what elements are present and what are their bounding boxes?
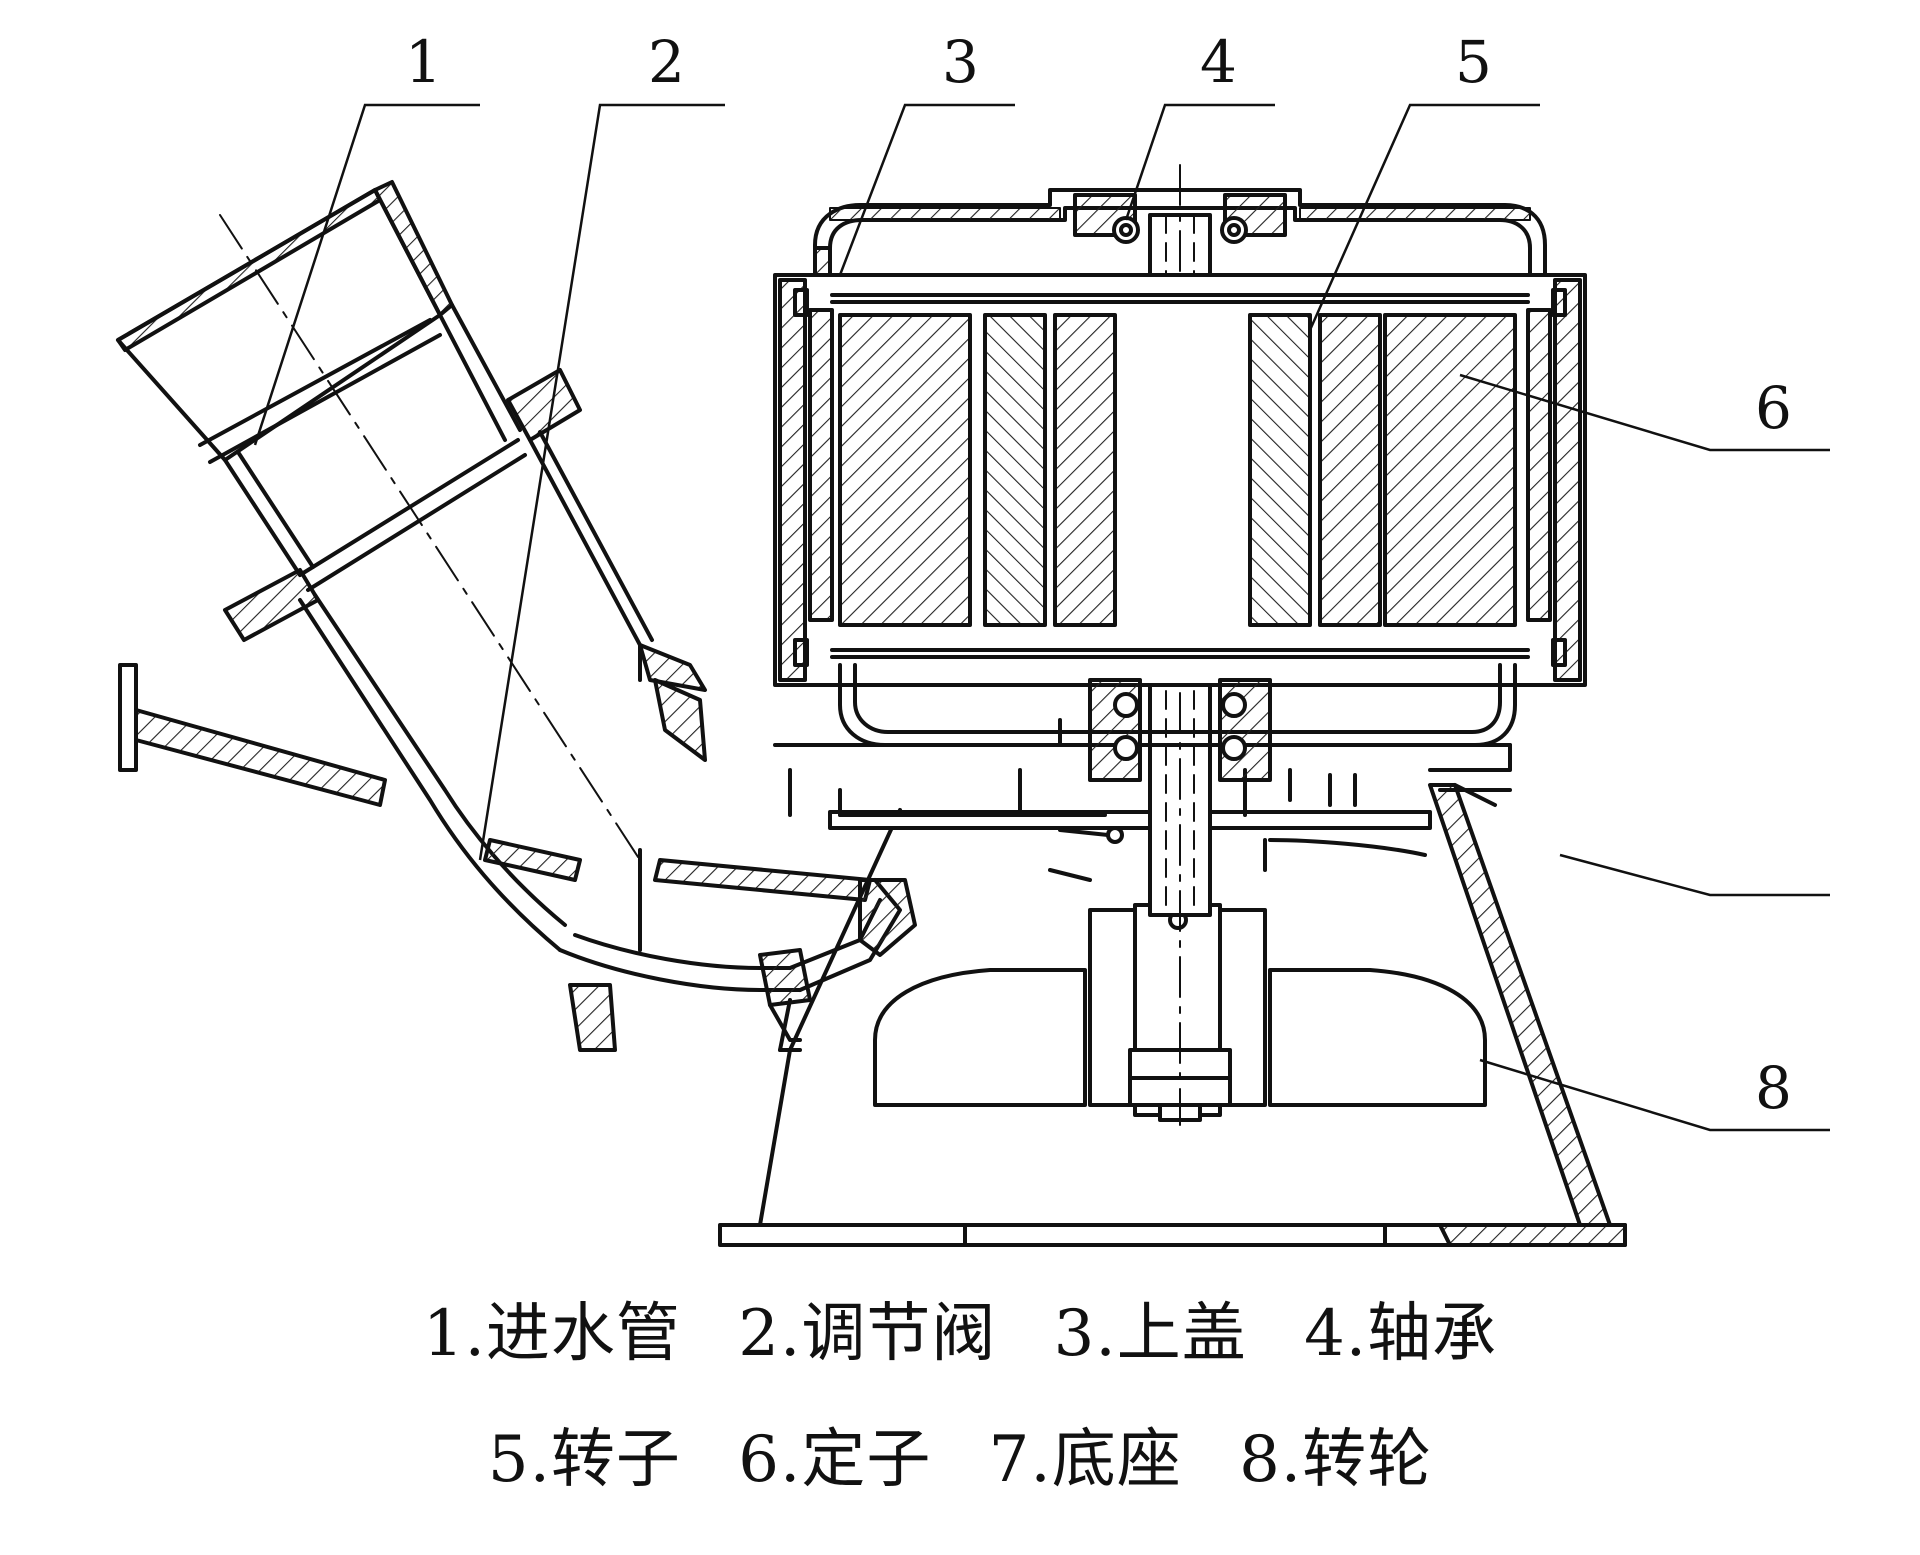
rotor (983, 313, 1382, 627)
leader-6 (1459, 373, 1830, 452)
inlet-pipe (116, 180, 707, 952)
legend-item-base: 7.底座 (988, 1423, 1182, 1497)
callout-1: 1 (405, 28, 442, 96)
stator-winding (838, 313, 1517, 627)
leader-lines (253, 103, 1830, 1132)
leader-8 (1479, 1058, 1830, 1132)
runner (873, 903, 1487, 1122)
legend-item-top-cover: 3.上盖 (1053, 1297, 1247, 1371)
leader-1 (253, 103, 480, 446)
legend-line-1: 1.进水管 2.调节阀 3.上盖 4.轴承 (0, 1282, 1920, 1374)
leader-2 (478, 103, 725, 861)
leader-7 (1559, 853, 1830, 897)
upper-bearing (1112, 216, 1248, 244)
callout-2: 2 (648, 28, 685, 96)
legend-line-2: 5.转子 6.定子 7.底座 8.转轮 (0, 1408, 1920, 1500)
base-housing (718, 718, 1627, 1247)
callout-8: 8 (1755, 1054, 1792, 1122)
legend-item-runner: 8.转轮 (1239, 1423, 1433, 1497)
lower-bearing-housing (838, 663, 1517, 782)
callout-3: 3 (942, 28, 979, 96)
callout-6: 6 (1755, 374, 1792, 442)
leader-5 (1308, 103, 1540, 331)
legend-item-regulating-valve: 2.调节阀 (738, 1297, 997, 1371)
regulating-valve (118, 663, 872, 902)
legend-item-rotor: 5.转子 (487, 1423, 681, 1497)
callout-labels: 1 2 3 4 5 6 8 (405, 28, 1792, 1122)
leader-3 (838, 103, 1015, 276)
top-cover (813, 188, 1547, 282)
callout-4: 4 (1200, 28, 1237, 96)
nozzle-elbow (558, 848, 917, 1052)
callout-5: 5 (1455, 28, 1492, 96)
leader-4 (1124, 103, 1275, 221)
legend-item-bearing: 4.轴承 (1304, 1297, 1498, 1371)
hydro-generator-section-drawing: 1 2 3 4 5 6 8 (116, 28, 1830, 1247)
legend-item-inlet-pipe: 1.进水管 (422, 1297, 681, 1371)
legend-item-stator: 6.定子 (738, 1423, 932, 1497)
